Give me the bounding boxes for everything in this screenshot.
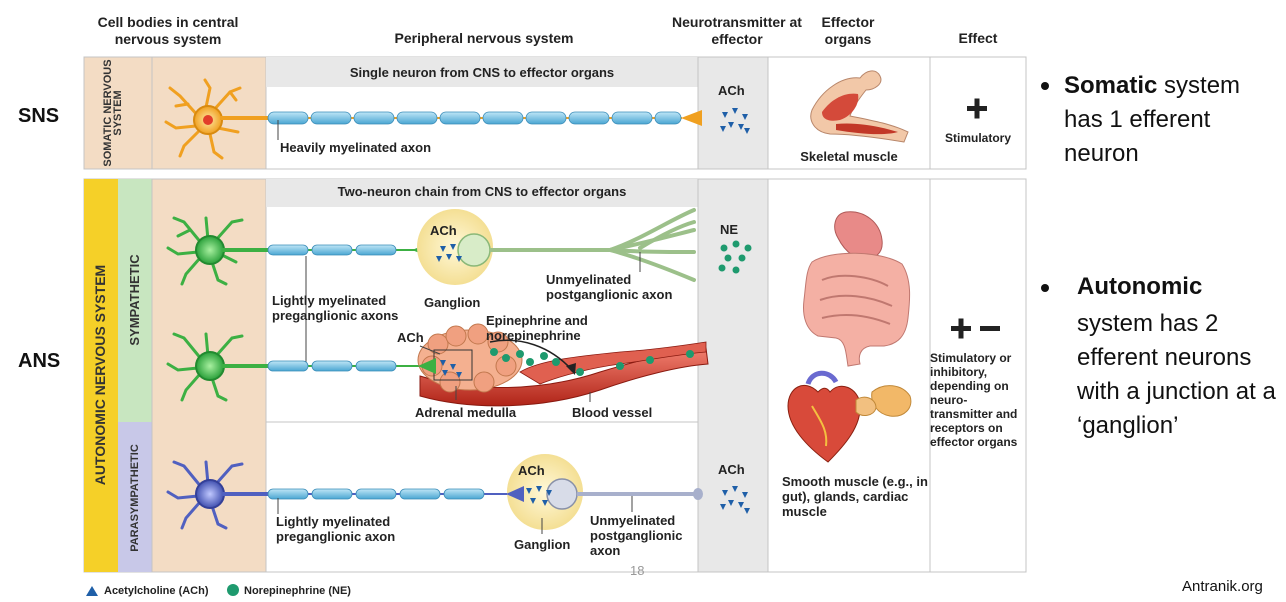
adrenal-ach-markers (440, 360, 462, 378)
header-effector-organs: Effector organs (821, 14, 875, 47)
parasympathetic-pre-label: Lightly myelinated preganglionic axon (276, 514, 396, 544)
epinephrine-arrowhead (566, 363, 576, 375)
sympathetic-ganglion-label: Ganglion (424, 295, 481, 310)
parasympathetic-neuron-cell-body (195, 479, 225, 509)
sympathetic-post-axon-branches (608, 208, 696, 282)
sympathetic-pre-label: Lightly myelinated preganglionic axons (272, 293, 399, 323)
autonomic-row (83, 178, 1027, 573)
skeletal-muscle-illustration (810, 70, 909, 143)
parasympathetic-label-bar (118, 422, 152, 572)
somatic-vertical-label: SOMATIC NERVOUS SYSTEM (102, 59, 124, 167)
somatic-banner: Single neuron from CNS to effector organ… (349, 65, 615, 80)
somatic-axon-label: Heavily myelinated axon (280, 140, 432, 155)
parasympathetic-pre-terminal (506, 486, 524, 502)
somatic-myelin-sheath (267, 111, 682, 125)
ne-legend-icon (227, 584, 239, 596)
header-effect: Effect (958, 30, 998, 46)
somatic-bullet: Somatic system has 1 efferent neuron (1064, 69, 1274, 171)
sympathetic-myelin-2 (267, 360, 397, 372)
autonomic-bullet-bold: Autonomic (1077, 273, 1203, 300)
somatic-effect-label: Stimulatory (944, 131, 1011, 145)
bullet-dot-somatic (1041, 82, 1049, 90)
heart-illustration (787, 370, 861, 463)
parasympathetic-myelin (267, 488, 485, 500)
autonomic-banner: Two-neuron chain from CNS to effector or… (337, 184, 627, 199)
sympathetic-neuron-1-cell-body (195, 235, 225, 265)
skeletal-muscle-label: Skeletal muscle (800, 149, 898, 164)
somatic-neuron-nucleus (203, 115, 213, 125)
ne-legend-label: Norepinephrine (NE) (244, 585, 351, 597)
epinephrine-label: Epinephrine and norepinephrine (486, 313, 588, 343)
sympathetic-neuron-2-cell-body (195, 351, 225, 381)
intestine-illustration (803, 252, 911, 367)
sympathetic-postganglionic-cell-body (457, 233, 491, 267)
parasympathetic-post-terminal (693, 488, 703, 500)
blood-vessel-label: Blood vessel (572, 405, 653, 420)
somatic-neurotransmitter: ACh (718, 83, 745, 98)
parasympathetic-ganglion-ach-markers (526, 486, 552, 506)
autonomic-bullet-rest: system has 2 efferent neurons with a jun… (1077, 310, 1276, 439)
slide-number: 18 (630, 563, 645, 578)
sns-label: SNS (18, 105, 60, 127)
smooth-muscle-label: Smooth muscle (e.g., in gut), glands, ca… (782, 474, 928, 519)
parasympathetic-ach-markers (720, 486, 750, 514)
adrenal-medulla-label: Adrenal medulla (415, 405, 517, 420)
stimulatory-plus-icon (967, 98, 987, 119)
autonomic-effect-label: Stimulatory or inhibitory, depending on … (930, 351, 1018, 449)
parasympathetic-neurotransmitter: ACh (718, 462, 745, 477)
sympathetic-ne-markers (718, 240, 752, 274)
somatic-ach-markers (720, 108, 750, 134)
sympathetic-myelin-1 (267, 244, 397, 256)
somatic-banner-bg (266, 57, 698, 87)
sympathetic-neuron-2-dendrites (166, 332, 244, 402)
parasympathetic-ganglion-ach: ACh (518, 463, 545, 478)
footer-credit: Antranik.org (1182, 578, 1263, 595)
autonomic-neurotransmitter-panel (697, 178, 769, 573)
parasympathetic-vertical-label: PARASYMPATHETIC (129, 444, 141, 552)
somatic-neurotransmitter-panel (697, 56, 769, 170)
blood-vessel-branch (519, 341, 707, 385)
parasympathetic-postganglionic-cell-body (546, 478, 578, 510)
bullet-dot-autonomic (1041, 284, 1049, 292)
ach-legend-icon (86, 586, 98, 596)
somatic-neuron-dendrites (164, 78, 242, 160)
somatic-label-bar (83, 56, 153, 170)
gland-illustration (855, 385, 912, 417)
autonomic-label-bar (84, 179, 118, 572)
epinephrine-arrow (489, 339, 573, 371)
sympathetic-ganglion-ach: ACh (430, 223, 457, 238)
sympathetic-label-bar (118, 179, 152, 422)
somatic-bullet-bold: Somatic (1064, 72, 1158, 99)
autonomic-vertical-label: AUTONOMIC NERVOUS SYSTEM (92, 264, 108, 486)
parasympathetic-post-label: Unmyelinated postganglionic axon (590, 513, 683, 558)
adrenal-ach-label: ACh (397, 330, 424, 345)
epinephrine-markers (490, 348, 694, 376)
stimulatory-inhibitory-icon (951, 318, 1000, 339)
blood-vessel (419, 347, 709, 407)
parasympathetic-ganglion-label: Ganglion (514, 537, 571, 552)
ach-legend-label: Acetylcholine (ACh) (104, 585, 209, 597)
somatic-row (83, 56, 1027, 170)
autonomic-effect-panel (929, 178, 1027, 573)
sympathetic-vertical-label: SYMPATHETIC (127, 254, 142, 346)
header-cell-bodies: Cell bodies in central nervous system (97, 14, 239, 47)
sympathetic-post-label: Unmyelinated postganglionic axon (546, 272, 673, 302)
sympathetic-pre-terminal-2 (418, 358, 436, 374)
parasympathetic-neuron-dendrites (166, 460, 244, 530)
header-neurotransmitter: Neurotransmitter at effector (672, 14, 802, 47)
sympathetic-ganglion-ach-markers (436, 244, 462, 262)
somatic-axon-terminal (681, 110, 702, 126)
parasympathetic-ganglion-halo (507, 454, 583, 530)
adrenal-ach-pointer (419, 345, 441, 355)
somatic-bullet-rest: system has 1 efferent neuron (1064, 72, 1241, 167)
ans-label: ANS (18, 350, 61, 372)
autonomic-banner-bg (266, 179, 698, 207)
sympathetic-neurotransmitter: NE (720, 222, 739, 237)
header-peripheral: Peripheral nervous system (394, 30, 574, 46)
